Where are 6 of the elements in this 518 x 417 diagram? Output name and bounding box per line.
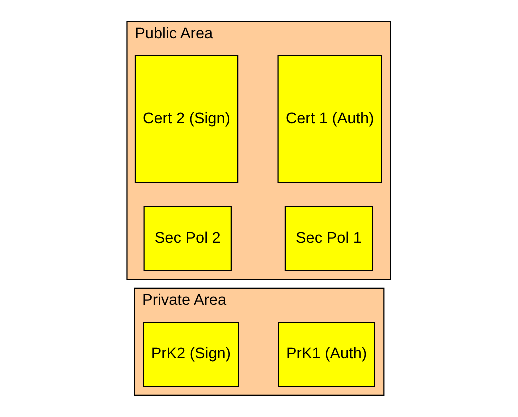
node-box: PrK1 (Auth) — [278, 322, 376, 388]
node-box: Cert 1 (Auth) — [278, 55, 382, 184]
node-box: Sec Pol 1 — [284, 206, 374, 272]
node-box: PrK2 (Sign) — [143, 322, 240, 388]
node-box: Sec Pol 2 — [144, 206, 232, 272]
node-box: Cert 2 (Sign) — [134, 55, 239, 184]
